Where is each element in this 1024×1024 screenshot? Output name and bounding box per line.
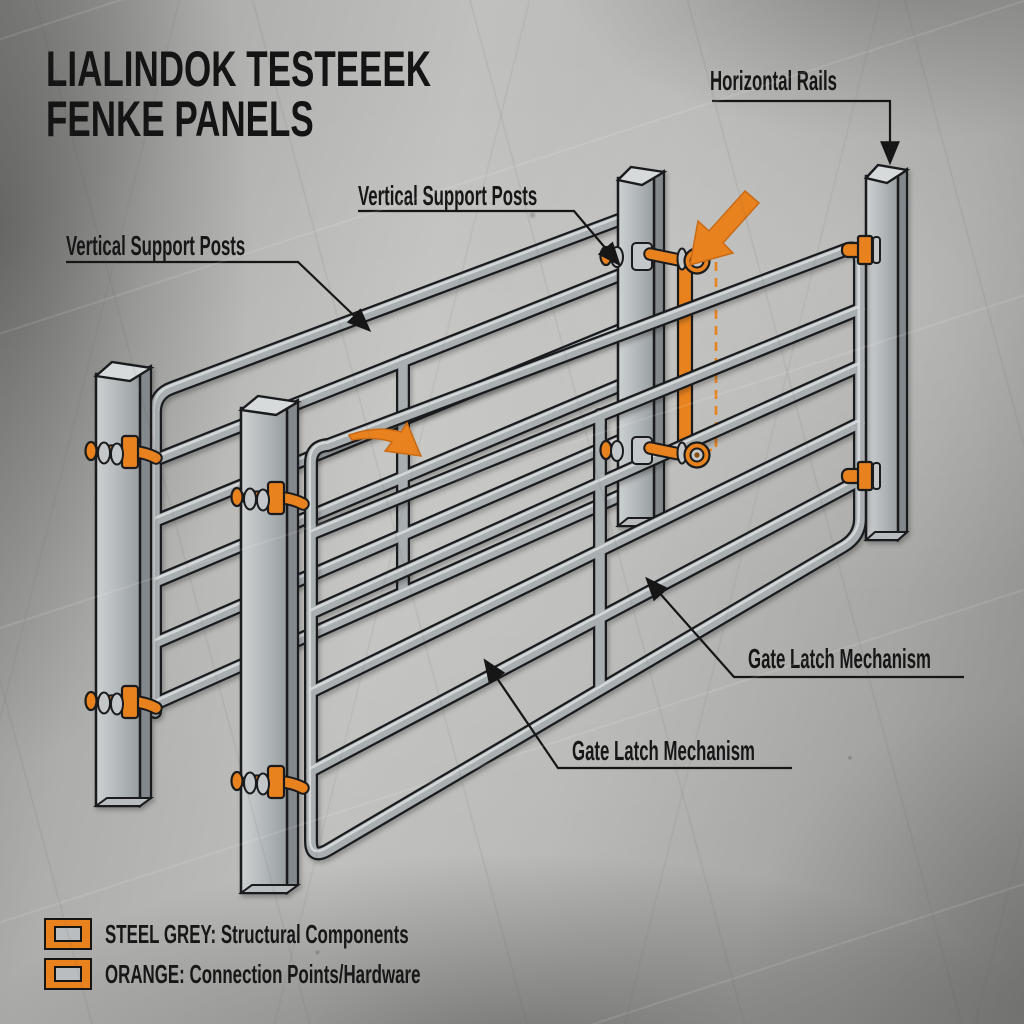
leader-line-gate-latch-bottom bbox=[483, 658, 792, 770]
page-title: LIALINDOK TESTEEEK FENKE PANELS bbox=[46, 44, 596, 144]
leader-line-vertical-posts-left bbox=[66, 260, 372, 333]
callout-vertical-support-posts-left: Vertical Support Posts bbox=[66, 230, 246, 261]
vertical-post-left-2 bbox=[237, 394, 302, 896]
latch-swing-dashed-line bbox=[698, 260, 718, 452]
orange-swatch bbox=[44, 958, 92, 990]
post-clamp bbox=[230, 480, 310, 516]
title-line-2: FENKE PANELS bbox=[46, 91, 314, 147]
post-clamp bbox=[840, 234, 881, 266]
callout-gate-latch-right: Gate Latch Mechanism bbox=[748, 643, 931, 674]
gate-latch-bar bbox=[676, 260, 694, 456]
vertical-post-left-1 bbox=[92, 360, 155, 809]
legend-label: ORANGE: Connection Points/Hardware bbox=[105, 958, 421, 989]
highlight-arrow-icon bbox=[347, 421, 423, 457]
callout-vertical-support-posts-top: Vertical Support Posts bbox=[358, 180, 538, 211]
callout-gate-latch-bottom: Gate Latch Mechanism bbox=[572, 735, 755, 766]
leader-line-gate-latch-right bbox=[645, 576, 964, 679]
steel-grey-swatch bbox=[44, 918, 92, 950]
post-clamp bbox=[230, 764, 310, 800]
highlight-arrow-icon bbox=[689, 189, 761, 267]
post-clamp bbox=[84, 434, 163, 470]
leader-line-vertical-posts-top bbox=[358, 209, 621, 267]
callout-horizontal-rails: Horizontal Rails bbox=[710, 65, 837, 96]
title-line-1: LIALINDOK TESTEEEK bbox=[46, 41, 432, 97]
legend-label: STEEL GREY: Structural Components bbox=[105, 918, 409, 949]
legend-item: STEEL GREY: Structural Components bbox=[44, 914, 590, 954]
post-clamp bbox=[840, 460, 881, 492]
post-clamp bbox=[84, 684, 163, 720]
legend: STEEL GREY: Structural Components ORANGE… bbox=[44, 914, 590, 994]
gate-hinge-bottom bbox=[599, 436, 711, 469]
leader-line-horizontal-rails bbox=[712, 99, 900, 166]
legend-item: ORANGE: Connection Points/Hardware bbox=[44, 954, 590, 994]
